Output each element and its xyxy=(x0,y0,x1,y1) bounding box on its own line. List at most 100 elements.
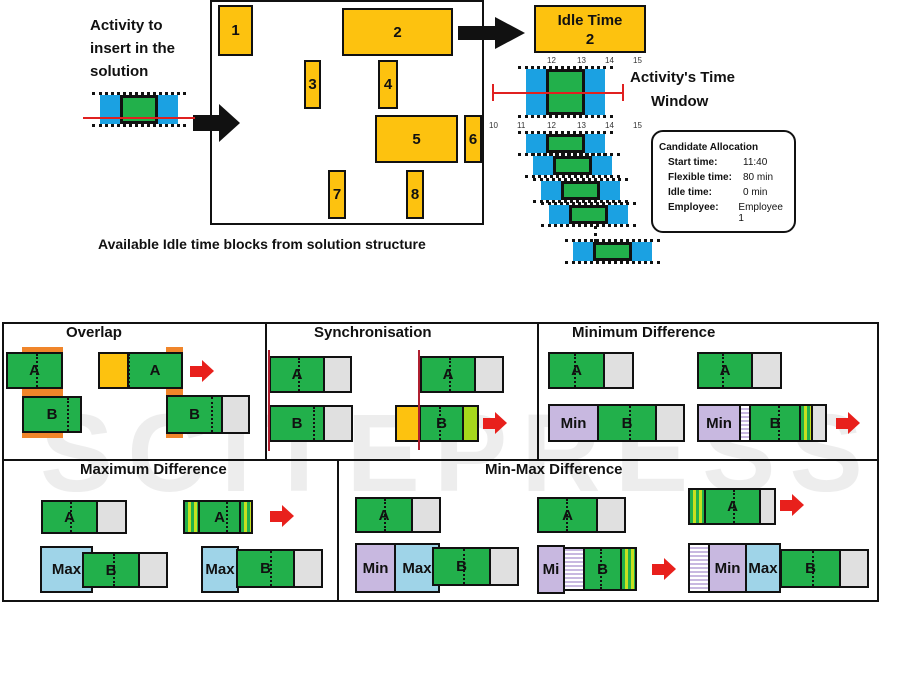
block-segment xyxy=(811,404,827,442)
block-segment xyxy=(603,352,634,389)
dashed-divider xyxy=(629,406,631,440)
activity-b: B xyxy=(236,549,295,588)
time-window-line xyxy=(492,92,624,94)
panel-title-maximum-difference: Maximum Difference xyxy=(80,461,227,478)
dashed-divider xyxy=(439,407,441,440)
candidate-value: 80 min xyxy=(743,172,774,183)
shift-arrow-head-icon xyxy=(202,360,214,382)
dashed-divider xyxy=(449,358,451,391)
activity-block xyxy=(120,95,158,124)
dashed-divider xyxy=(113,554,115,586)
block-segment xyxy=(323,405,353,442)
caption: Available Idle time blocks from solution… xyxy=(98,236,426,252)
activity-max: Max xyxy=(201,546,239,593)
tick-label: 14 xyxy=(605,56,614,65)
dashed-divider xyxy=(722,354,724,387)
activity-a: A xyxy=(269,356,325,393)
block-segment xyxy=(462,405,479,442)
candidate-key: Flexible time: xyxy=(668,172,732,183)
block-segment xyxy=(655,404,685,442)
dashed-divider xyxy=(128,354,130,387)
continuation-dots xyxy=(594,226,597,242)
activity-b: B xyxy=(269,405,325,442)
sync-line xyxy=(268,350,270,451)
panel-title-min-max-difference: Min-Max Difference xyxy=(485,461,623,478)
shift-arrow-icon xyxy=(190,366,202,377)
candidate-allocation-box: Candidate Allocation Start time:11:40 Fl… xyxy=(651,130,796,233)
block-segment xyxy=(293,549,323,588)
candidate-row: Idle time:0 min xyxy=(668,187,788,198)
shift-arrow-head-icon xyxy=(848,412,860,434)
idle-arrow-head xyxy=(495,17,526,49)
idle-block-1: 1 xyxy=(218,5,253,56)
time-window-label-2: Window xyxy=(651,93,709,110)
block-segment xyxy=(138,552,168,588)
tick-label: 15 xyxy=(633,121,642,130)
time-window-end xyxy=(622,84,624,101)
activity-block xyxy=(546,134,585,153)
flex-time-block xyxy=(585,134,605,153)
shift-arrow-icon xyxy=(270,511,282,522)
panel-title-synchronisation: Synchronisation xyxy=(314,324,432,341)
activity-a: A xyxy=(697,352,753,389)
activity-b: B xyxy=(597,404,657,442)
block-segment xyxy=(323,356,352,393)
insert-arrow-head xyxy=(219,104,241,142)
solution-structure-frame xyxy=(210,0,484,225)
block-segment xyxy=(839,549,869,588)
idle-block-4: 4 xyxy=(378,60,398,109)
dashed-divider xyxy=(574,354,576,387)
dashed-divider xyxy=(298,358,300,391)
label-line: solution xyxy=(90,63,149,80)
candidate-row: Start time:11:40 xyxy=(668,157,788,168)
shift-arrow-head-icon xyxy=(495,412,507,434)
candidate-value: 11:40 xyxy=(743,157,768,168)
flex-time-block xyxy=(632,242,652,261)
activity-to-insert-label: Activity to insert in the solution xyxy=(90,14,175,83)
tick-label: 12 xyxy=(547,121,556,130)
activity-min: Min xyxy=(697,404,741,442)
activity-a: A xyxy=(420,356,476,393)
dashed-divider xyxy=(67,398,69,431)
candidate-key: Idle time: xyxy=(668,187,712,198)
flex-time-block xyxy=(549,205,569,224)
shift-arrow-icon xyxy=(836,418,848,429)
activity-mi: Mi xyxy=(537,545,565,594)
flex-time-block xyxy=(526,134,546,153)
flex-time-block xyxy=(100,95,120,124)
flex-time-block xyxy=(573,242,593,261)
activity-block xyxy=(593,242,632,261)
block-segment xyxy=(474,356,504,393)
activity-min: Min xyxy=(548,404,599,442)
dashed-divider xyxy=(778,406,780,440)
block-segment xyxy=(221,395,250,434)
flex-time-block xyxy=(533,156,553,175)
activity-b: B xyxy=(749,404,801,442)
time-window-line xyxy=(83,117,195,119)
flex-time-block xyxy=(158,95,178,124)
candidate-title: Candidate Allocation xyxy=(659,142,759,153)
block-segment xyxy=(596,497,626,533)
dashed-divider xyxy=(733,490,735,523)
activity-time-window-window xyxy=(518,66,613,118)
dashed-divider xyxy=(463,549,465,584)
activity-max: Max xyxy=(745,543,781,593)
activity-b: B xyxy=(432,547,491,586)
idle-block-5: 5 xyxy=(375,115,458,163)
dashed-divider xyxy=(812,551,814,586)
divider xyxy=(537,322,539,461)
candidate-position-3-window xyxy=(533,178,628,203)
idle-time-number: 2 xyxy=(585,31,595,48)
activity-a: A xyxy=(548,352,605,389)
flex-time-block xyxy=(541,181,561,200)
activity-b: B xyxy=(166,395,223,434)
tick-label: 13 xyxy=(577,56,586,65)
activity-b: B xyxy=(780,549,841,588)
dashed-divider xyxy=(384,499,386,531)
tick-label: 11 xyxy=(517,121,526,130)
block-segment xyxy=(489,547,519,586)
activity-block xyxy=(553,156,592,175)
block-segment xyxy=(239,500,253,534)
block-segment xyxy=(751,352,782,389)
activity-b: B xyxy=(419,405,464,442)
